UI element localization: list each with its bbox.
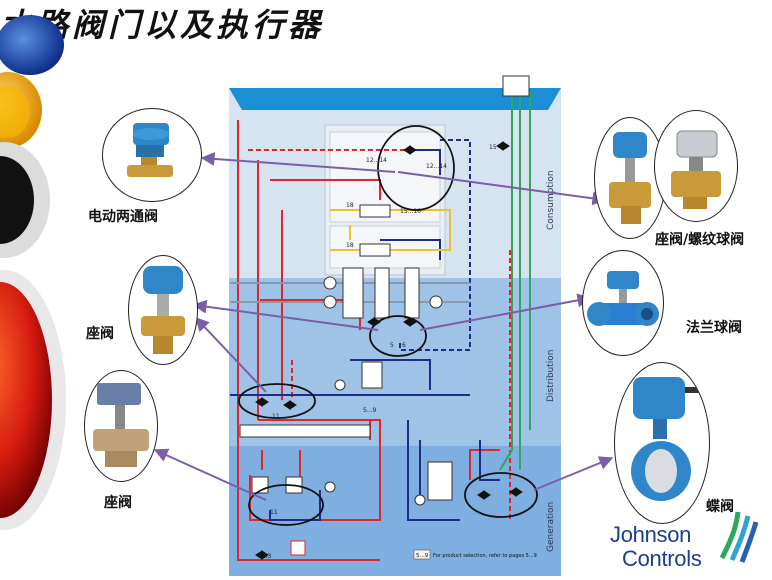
footnote-text: For product selection, refer to pages 5.… (433, 553, 537, 559)
decorative-paint-cans (0, 15, 66, 530)
ref-11a: 11 (272, 413, 280, 420)
ref-15-16: 15...16 (400, 208, 421, 215)
zone-consumption: Consumption (546, 170, 556, 230)
zone-generation: Generation (546, 502, 556, 552)
return-pipes (230, 139, 500, 521)
zone-distribution: Distribution (546, 349, 556, 402)
label-seat-threaded: 座阀/螺纹球阀 (655, 232, 745, 248)
ref-1-3: 1...3 (258, 553, 272, 560)
ref-12-14a: 12...14 (366, 157, 387, 164)
photo-threaded-ball-valve (654, 110, 738, 222)
ref-5-9: 5...9 (363, 407, 377, 414)
logo-text-johnson: Johnson (610, 522, 692, 547)
logo-swirl-icon (719, 511, 759, 563)
green-pipes (499, 92, 531, 471)
ref-5: 5 (390, 342, 394, 349)
johnson-controls-logo: Johnson Controls (604, 508, 764, 572)
highlight-ellipses (238, 125, 538, 526)
ref-18b: 18 (346, 242, 354, 249)
pointer-arrows (153, 151, 614, 501)
ref-6: 6 (402, 342, 406, 349)
ref-12-14b: 12...14 (426, 163, 447, 170)
ref-15: 15 (489, 144, 497, 151)
label-flange-ball: 法兰球阀 (686, 320, 742, 336)
components (239, 75, 530, 556)
photo-seat-valve-bottom (84, 370, 158, 482)
ref-11b: 11 (270, 509, 278, 516)
footnote-badge: 5...9 (416, 553, 429, 559)
label-seat-valve-bottom: 座阀 (104, 495, 132, 511)
label-butterfly: 蝶阀 (706, 499, 734, 515)
label-two-way-valve: 电动两通阀 (88, 209, 158, 225)
label-seat-valve-left: 座阀 (86, 326, 114, 342)
photo-flange-ball-valve (582, 250, 664, 356)
logo-text-controls: Controls (622, 546, 702, 571)
photo-two-way-valve (102, 108, 202, 202)
valve-symbols (255, 141, 523, 560)
ref-18a: 18 (346, 202, 354, 209)
photo-butterfly-valve (614, 362, 710, 524)
photo-seat-valve-left (128, 255, 198, 365)
